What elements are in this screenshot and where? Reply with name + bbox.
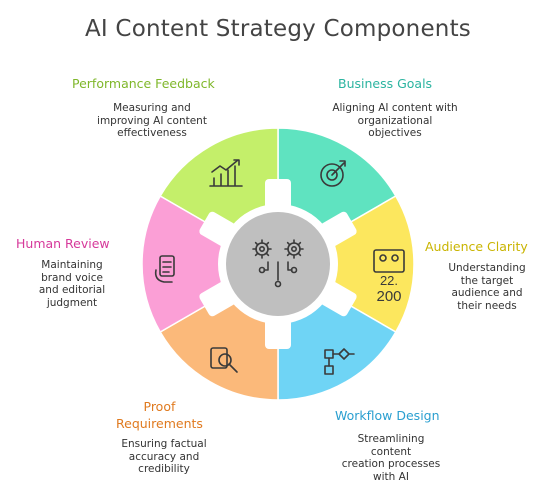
desc-line: Ensuring factual (121, 438, 207, 450)
label-human-review: Human Review (16, 236, 110, 251)
diagram-title: AI Content Strategy Components (85, 16, 471, 42)
desc-line: Understanding (448, 262, 526, 274)
desc-line: effectiveness (117, 127, 187, 139)
connector-tab (265, 319, 291, 349)
desc-business-goals: Aligning AI content with organizational … (320, 102, 470, 140)
desc-proof-requirements: Ensuring factual accuracy and credibilit… (104, 438, 224, 476)
connector-tab (265, 179, 291, 209)
label-proof-requirements: Proof Requirements (116, 398, 203, 432)
audience-icon-text: 200 (376, 288, 401, 305)
workflow-icon (324, 348, 355, 375)
desc-line: the target (460, 274, 514, 287)
desc-line: with AI (373, 470, 409, 483)
desc-line: Measuring and (113, 102, 191, 114)
target-icon (320, 160, 346, 187)
desc-human-review: Maintaining brand voice and editorial ju… (20, 259, 124, 309)
desc-line: brand voice (41, 271, 103, 284)
desc-line: objectives (368, 127, 422, 139)
desc-performance-feedback: Measuring and improving AI content effec… (82, 102, 222, 140)
growth-chart-icon (209, 159, 243, 187)
desc-line: Aligning AI content with (332, 102, 458, 114)
desc-workflow-design: Streamlining content creation processes … (336, 433, 446, 483)
audience-icon: 22.200 (373, 249, 405, 305)
desc-line: judgment (46, 296, 98, 309)
gears-network-icon (252, 239, 304, 288)
checklist-hand-icon (154, 255, 175, 283)
audience-icon-text: 22. (380, 273, 398, 288)
label-proof-line-2: Requirements (116, 416, 203, 431)
desc-line: accuracy and (128, 450, 200, 463)
desc-line: credibility (138, 463, 190, 475)
desc-line: their needs (457, 299, 517, 312)
desc-line: organizational (357, 114, 433, 127)
label-audience-clarity: Audience Clarity (425, 239, 528, 254)
desc-line: Streamlining (357, 433, 425, 445)
label-performance-feedback: Performance Feedback (72, 76, 215, 91)
label-proof-line-1: Proof (143, 399, 176, 414)
label-business-goals: Business Goals (338, 76, 433, 91)
desc-line: Maintaining (41, 259, 103, 271)
desc-line: creation processes (341, 458, 441, 470)
desc-audience-clarity: Understanding the target audience and th… (432, 262, 542, 312)
desc-line: and editorial (38, 284, 106, 296)
magnifier-document-icon (210, 347, 238, 373)
desc-line: improving AI content (97, 114, 207, 127)
label-workflow-design: Workflow Design (335, 408, 440, 423)
desc-line: content (370, 445, 412, 458)
desc-line: audience and (451, 287, 523, 299)
